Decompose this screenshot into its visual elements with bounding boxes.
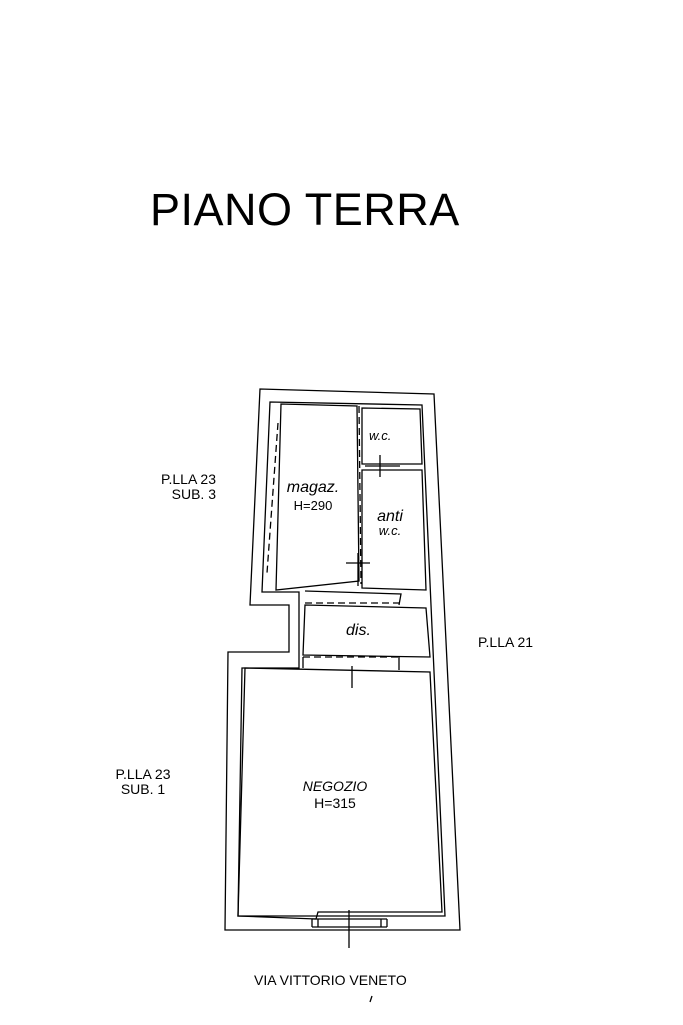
corridor-connector (302, 590, 402, 670)
anti-wc-label: anti w.c. (362, 508, 418, 538)
neighbor-lower-left: P.LLA 23 SUB. 1 (103, 767, 183, 797)
negozio-label: NEGOZIO H=315 (290, 779, 380, 811)
neighbor-right: P.LLA 21 (478, 634, 534, 650)
street-label: VIA VITTORIO VENETO (254, 972, 407, 988)
magazzino-height: H=290 (293, 498, 333, 513)
wc-room-label: w.c. (369, 428, 392, 443)
magazzino-dashed-wall (266, 422, 279, 574)
partition-dashed-line (358, 405, 362, 585)
disimpegno-room-outline (302, 604, 431, 658)
magazzino-label: magaz. H=290 (278, 479, 348, 514)
neighbor-lower-left-line1: P.LLA 23 (115, 766, 171, 782)
wc-door-mark (365, 455, 400, 477)
negozio-name: NEGOZIO (302, 778, 368, 794)
inner-wall-outline (237, 401, 446, 917)
neighbor-upper-left-line1: P.LLA 23 (160, 471, 216, 487)
neighbor-upper-left-line2: SUB. 3 (171, 486, 216, 502)
plan-title: PIANO TERRA (150, 184, 460, 235)
negozio-height: H=315 (314, 795, 356, 811)
magazzino-room-outline (275, 403, 360, 591)
street-arrow-mark (369, 995, 373, 1003)
magazzino-name: magaz. (286, 479, 340, 496)
neighbor-upper-left: P.LLA 23 SUB. 3 (140, 472, 216, 502)
negozio-room-outline (237, 667, 443, 920)
outer-wall-outline (224, 388, 461, 931)
neighbor-lower-left-line2: SUB. 1 (120, 781, 166, 797)
anti-wc-name-2: w.c. (378, 523, 402, 538)
anti-wc-room-outline (361, 469, 427, 591)
disimpegno-label: dis. (346, 622, 371, 639)
anti-door-mark (346, 553, 370, 586)
wc-room-outline (361, 407, 423, 465)
anti-wc-name: anti (377, 508, 403, 525)
